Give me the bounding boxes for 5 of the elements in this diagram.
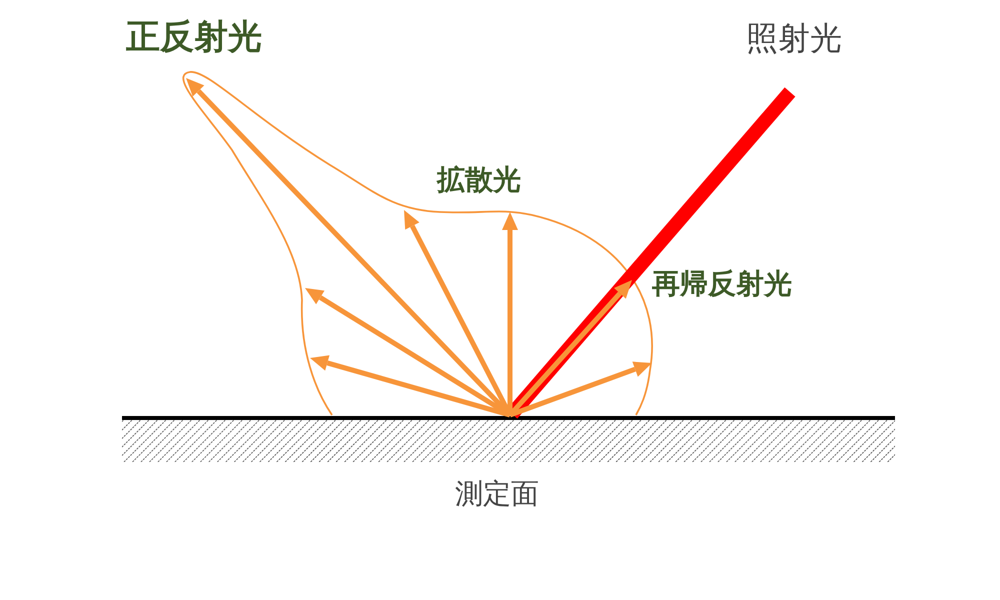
light-label: 照射光 (746, 22, 842, 54)
light-label: 再帰反射光 (652, 270, 792, 298)
light-label: 正反射光 (126, 20, 262, 54)
light-label: 測定面 (455, 480, 539, 508)
light-label: 拡散光 (437, 166, 521, 194)
